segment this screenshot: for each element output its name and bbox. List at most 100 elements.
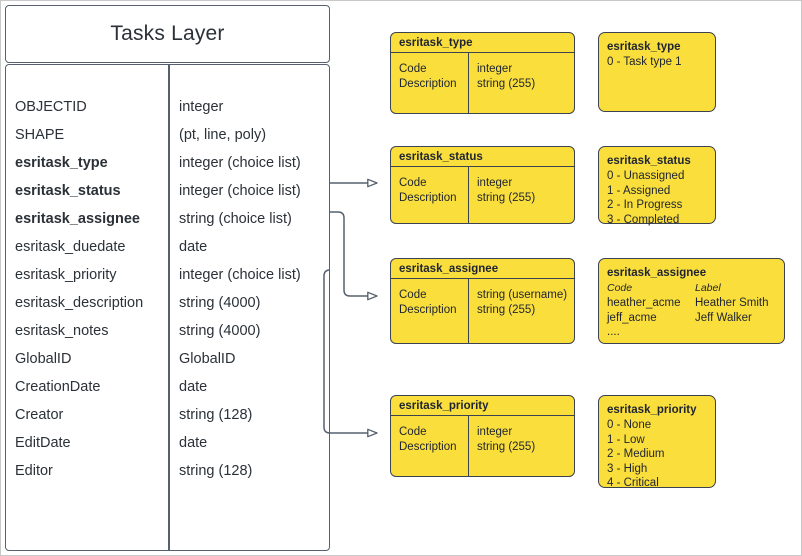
domain-box-esritask-type[interactable]: esritask_type Code Description integer s… [390,32,575,114]
domain-box-field-names: Code Description [391,416,469,476]
domain-box-esritask-status[interactable]: esritask_status Code Description integer… [390,146,575,224]
table-row: Editor string (128) [6,457,329,485]
field-name-cell: esritask_assignee [15,211,140,227]
field-name-cell: esritask_status [15,183,121,199]
value-list-code: heather_acme [607,297,681,309]
field-name-cell: esritask_description [15,295,144,311]
domain-box-field-names: Code Description [391,279,469,343]
value-list-esritask-type[interactable]: esritask_type 0 - Task type 1 [598,32,716,112]
value-list-esritask-status[interactable]: esritask_status 0 - Unassigned 1 - Assig… [598,146,716,226]
field-type-cell: string (128) [179,407,253,423]
field-name-cell: esritask_notes [15,323,109,339]
field-type-cell: date [179,239,208,255]
field-name-cell: EditDate [15,435,71,451]
domain-box-esritask-priority[interactable]: esritask_priority Code Description integ… [390,395,575,477]
field-name-cell: OBJECTID [15,99,87,115]
domain-box-field-names: Code Description [391,53,469,113]
field-name: Code [399,177,427,189]
domain-box-title: esritask_assignee [391,259,574,279]
field-type-cell: (pt, line, poly) [179,127,267,143]
field-name: Description [399,192,457,204]
field-name: Description [399,78,457,90]
table-row: esritask_type integer (choice list) [6,149,329,177]
field-type: integer [477,63,513,75]
value-list-item: 1 - Low [607,433,645,446]
field-type-cell: string (choice list) [179,211,292,227]
value-list-pair-row: jeff_acme Jeff Walker [607,311,784,326]
field-name: Code [399,426,427,438]
field-type: integer [477,426,513,438]
domain-box-esritask-assignee[interactable]: esritask_assignee Code Description strin… [390,258,575,344]
domain-box-title: esritask_status [391,147,574,167]
field-type: string (255) [477,441,536,453]
value-list-code: jeff_acme [607,311,657,324]
field-type-cell: GlobalID [179,351,236,367]
value-list-ellipsis: .... [607,326,620,338]
field-name: Description [399,441,457,453]
value-list-label: Heather Smith [695,297,769,309]
field-name-cell: esritask_type [15,155,108,171]
value-list-item: 2 - In Progress [607,199,683,211]
table-column-divider [168,65,170,550]
field-name: Description [399,304,457,316]
table-row: GlobalID GlobalID [6,345,329,373]
field-type-cell: integer [179,99,224,115]
value-list-item: 1 - Assigned [607,184,671,197]
field-type-cell: integer (choice list) [179,183,301,199]
field-type: string (255) [477,304,536,316]
domain-box-field-types: string (username) string (255) [469,279,567,343]
field-type: string (255) [477,78,536,90]
domain-box-field-types: integer string (255) [469,167,535,223]
table-row: EditDate date [6,429,329,457]
value-list-item: 3 - High [607,462,648,475]
domain-box-title: esritask_type [391,33,574,53]
value-list-header-label: Label [695,282,721,294]
value-list-title: esritask_type [607,41,681,53]
field-name-cell: GlobalID [15,351,72,367]
domain-box-title: esritask_priority [391,396,574,416]
table-row: esritask_assignee string (choice list) [6,205,329,233]
field-name-cell: Editor [15,463,53,479]
value-list-label: Jeff Walker [695,311,752,324]
field-name: Code [399,289,427,301]
table-row: OBJECTID integer [6,93,329,121]
value-list-item: 0 - Task type 1 [607,56,682,68]
field-type-cell: string (4000) [179,323,261,339]
value-list-item: 0 - None [607,419,652,431]
value-list-item: 0 - Unassigned [607,170,685,182]
domain-box-field-types: integer string (255) [469,53,535,113]
field-name-cell: esritask_priority [15,267,117,283]
field-name-cell: esritask_duedate [15,239,126,255]
domain-box-field-names: Code Description [391,167,469,223]
field-type: integer [477,177,513,189]
value-list-title: esritask_status [607,155,691,167]
value-list-pair-row: heather_acme Heather Smith [607,296,784,311]
value-list-item: 2 - Medium [607,448,665,460]
value-list-esritask-assignee[interactable]: esritask_assignee Code Label heather_acm… [598,258,785,344]
table-row: SHAPE (pt, line, poly) [6,121,329,149]
page-title: Tasks Layer [110,22,225,45]
value-list-title: esritask_assignee [607,267,707,279]
field-name-cell: SHAPE [15,127,65,143]
table-row: esritask_status integer (choice list) [6,177,329,205]
field-type-cell: date [179,435,208,451]
domain-box-field-types: integer string (255) [469,416,535,476]
field-type: string (255) [477,192,536,204]
field-name: Code [399,63,427,75]
field-type-cell: integer (choice list) [179,155,301,171]
field-type: string (username) [477,289,568,301]
field-type-cell: string (128) [179,463,253,479]
field-name-cell: Creator [15,407,64,423]
value-list-title: esritask_priority [607,404,697,416]
value-list-esritask-priority[interactable]: esritask_priority 0 - None 1 - Low 2 - M… [598,395,716,489]
table-row: esritask_duedate date [6,233,329,261]
value-list-item: 3 - Completed [607,213,680,226]
value-list-item: 4 - Critical [607,477,659,489]
value-list-header-code: Code [607,282,633,294]
